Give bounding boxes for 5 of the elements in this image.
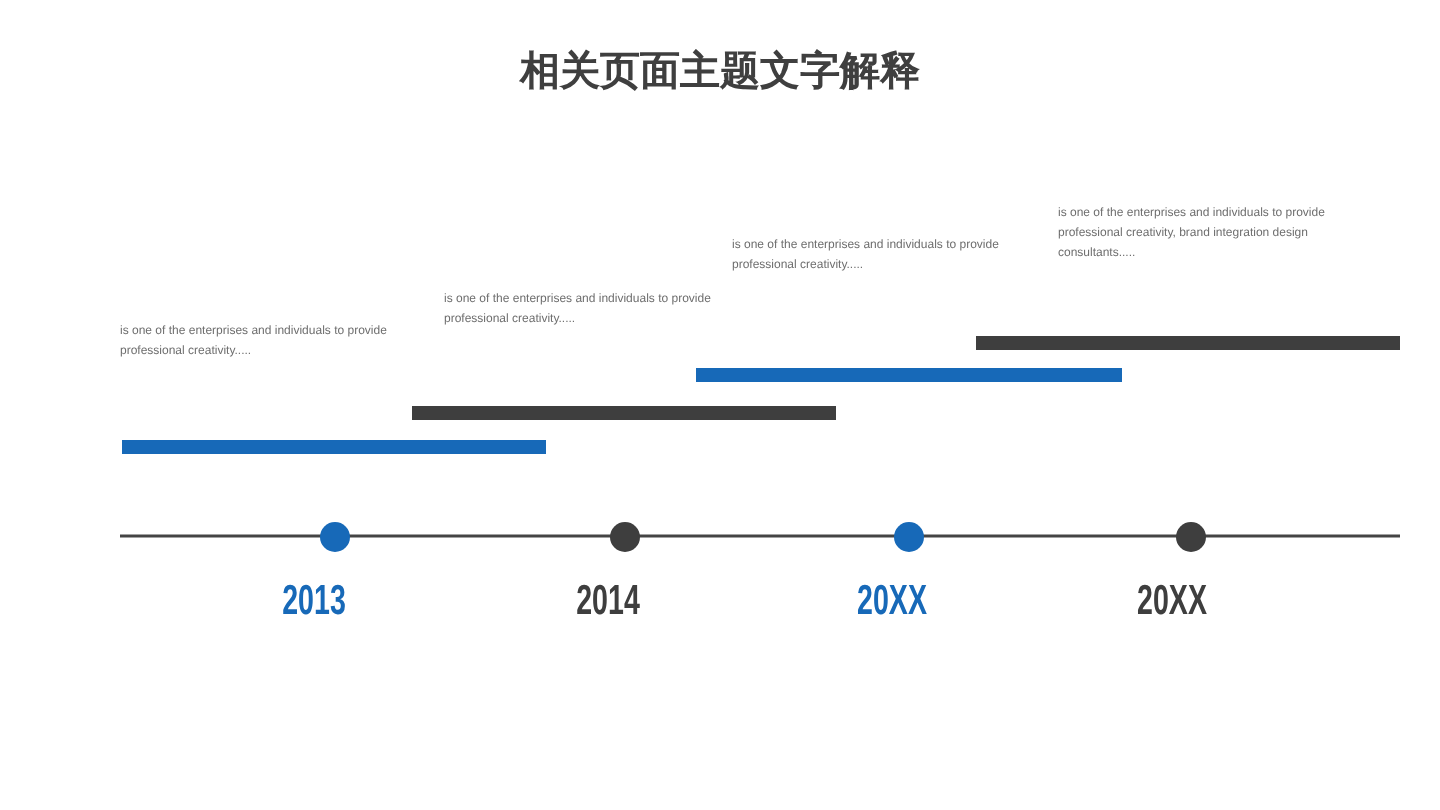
year-label: 20XX — [1137, 580, 1207, 622]
year-label: 2013 — [282, 580, 346, 622]
year-label: 2014 — [576, 580, 640, 622]
title: 相关页面主题文字解释 — [520, 46, 920, 94]
year-label: 20XX — [857, 580, 927, 622]
